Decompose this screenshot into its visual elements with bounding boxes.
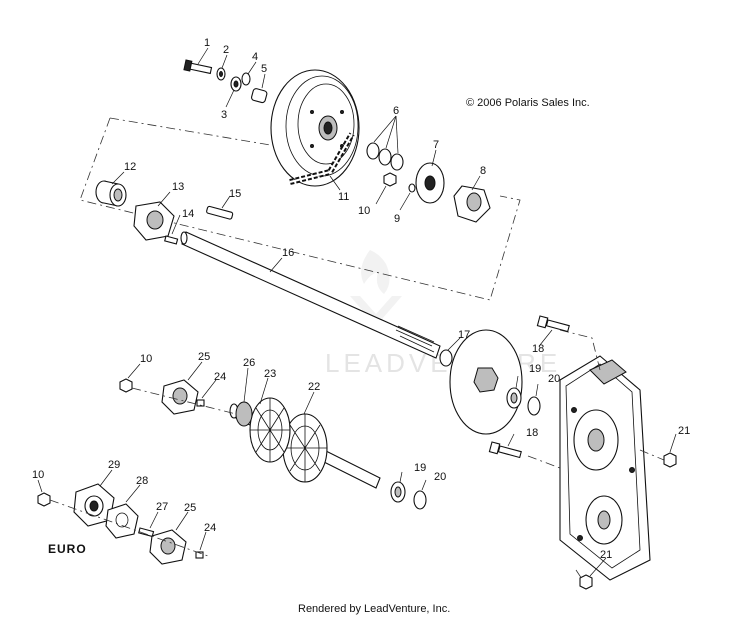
render-credit: Rendered by LeadVenture, Inc. (298, 603, 450, 615)
callout-16: 16 (282, 247, 294, 259)
bearing-flange-25-upper (161, 379, 199, 415)
callout-17: 17 (458, 329, 470, 341)
housing-leader-c (639, 449, 665, 461)
bearing-19-upper-bore (510, 392, 518, 404)
callout-10-mid: 10 (140, 353, 152, 365)
washer-3-hole (233, 80, 239, 88)
flange-leader (131, 387, 237, 415)
nut-21-lower (579, 574, 593, 590)
callout-25: 25 (198, 351, 210, 363)
o-ring-6b (378, 148, 392, 166)
callout-18: 18 (532, 343, 544, 355)
washer-4 (241, 72, 251, 86)
nut-21-upper (663, 452, 677, 468)
bolt-18-upper (536, 315, 570, 333)
callout-4: 4 (252, 51, 258, 63)
track-driveshaft (229, 397, 381, 489)
copyright-notice: © 2006 Polaris Sales Inc. (466, 97, 590, 109)
callout-23: 23 (264, 368, 276, 380)
callout-26: 26 (243, 357, 255, 369)
seal-20-upper (527, 396, 541, 416)
bearing-flange-25-lower (149, 529, 187, 565)
bolt-1 (183, 59, 213, 75)
callout-leaders (37, 47, 677, 577)
callout-27: 27 (156, 501, 168, 513)
chaincase-housing (559, 355, 651, 581)
bolt-14 (164, 235, 179, 245)
callout-3: 3 (221, 109, 227, 121)
callout-labels: 1 2 3 4 5 6 7 8 9 10 11 12 13 14 15 16 1… (32, 37, 690, 561)
callout-29: 29 (108, 459, 120, 471)
callout-1: 1 (204, 37, 210, 49)
callout-21: 21 (678, 425, 690, 437)
bearing-flange-13 (133, 201, 175, 241)
housing-leader-d (575, 569, 585, 583)
euro-leader (49, 499, 209, 557)
nut-10-euro (37, 492, 51, 507)
callout-13: 13 (172, 181, 184, 193)
callout-20: 20 (548, 373, 560, 385)
assembly-boundary (79, 117, 521, 301)
bolt-18-lower (488, 441, 522, 459)
callout-12: 12 (124, 161, 136, 173)
spacer-5 (251, 88, 268, 104)
callout-19-lower: 19 (414, 462, 426, 474)
callout-5: 5 (261, 63, 267, 75)
callout-10-euro: 10 (32, 469, 44, 481)
callout-11: 11 (338, 191, 349, 203)
bolt-24-lower (195, 551, 204, 559)
gear-26 (235, 401, 253, 427)
housing-leader-b (527, 455, 561, 469)
callout-25-lower: 25 (184, 502, 196, 514)
brake-disc (449, 329, 523, 435)
o-ring-6a (366, 142, 380, 160)
housing-leader-a (559, 329, 601, 371)
callout-21-lower: 21 (600, 549, 612, 561)
o-ring-6c (390, 153, 404, 171)
bearing-19-lower-bore (394, 486, 402, 498)
callout-18-lower: 18 (526, 427, 538, 439)
drive-sprocket-23 (249, 397, 291, 463)
callout-15: 15 (229, 188, 241, 200)
callout-20-lower: 20 (434, 471, 446, 483)
circlip-17 (439, 349, 453, 367)
callout-10: 10 (358, 205, 370, 217)
callout-9: 9 (394, 213, 400, 225)
gasket-28 (105, 503, 139, 539)
washer-9 (408, 183, 416, 193)
region-label-euro: EURO (48, 542, 87, 556)
seal-20-lower (413, 490, 427, 510)
callout-8: 8 (480, 165, 486, 177)
key-15 (206, 205, 234, 220)
callout-28: 28 (136, 475, 148, 487)
driveshaft-16 (180, 231, 441, 359)
nut-10 (383, 172, 397, 187)
bearing-12 (95, 180, 127, 207)
callout-6: 6 (393, 105, 399, 117)
nut-10-mid (119, 378, 133, 393)
callout-22: 22 (308, 381, 320, 393)
callout-14: 14 (182, 208, 194, 220)
washer-2-hole (219, 71, 223, 77)
retainer-plate-7 (415, 162, 445, 204)
callout-2: 2 (223, 44, 229, 56)
bolt-24-upper (196, 399, 205, 407)
callout-19: 19 (529, 363, 541, 375)
drive-chain (289, 132, 355, 185)
bearing-flange-8 (453, 185, 491, 223)
watermark-logo (350, 250, 402, 326)
callout-24: 24 (214, 371, 226, 383)
callout-24-lower: 24 (204, 522, 216, 534)
stud-27 (138, 527, 155, 538)
drive-pulley (270, 69, 360, 187)
callout-7: 7 (433, 139, 439, 151)
